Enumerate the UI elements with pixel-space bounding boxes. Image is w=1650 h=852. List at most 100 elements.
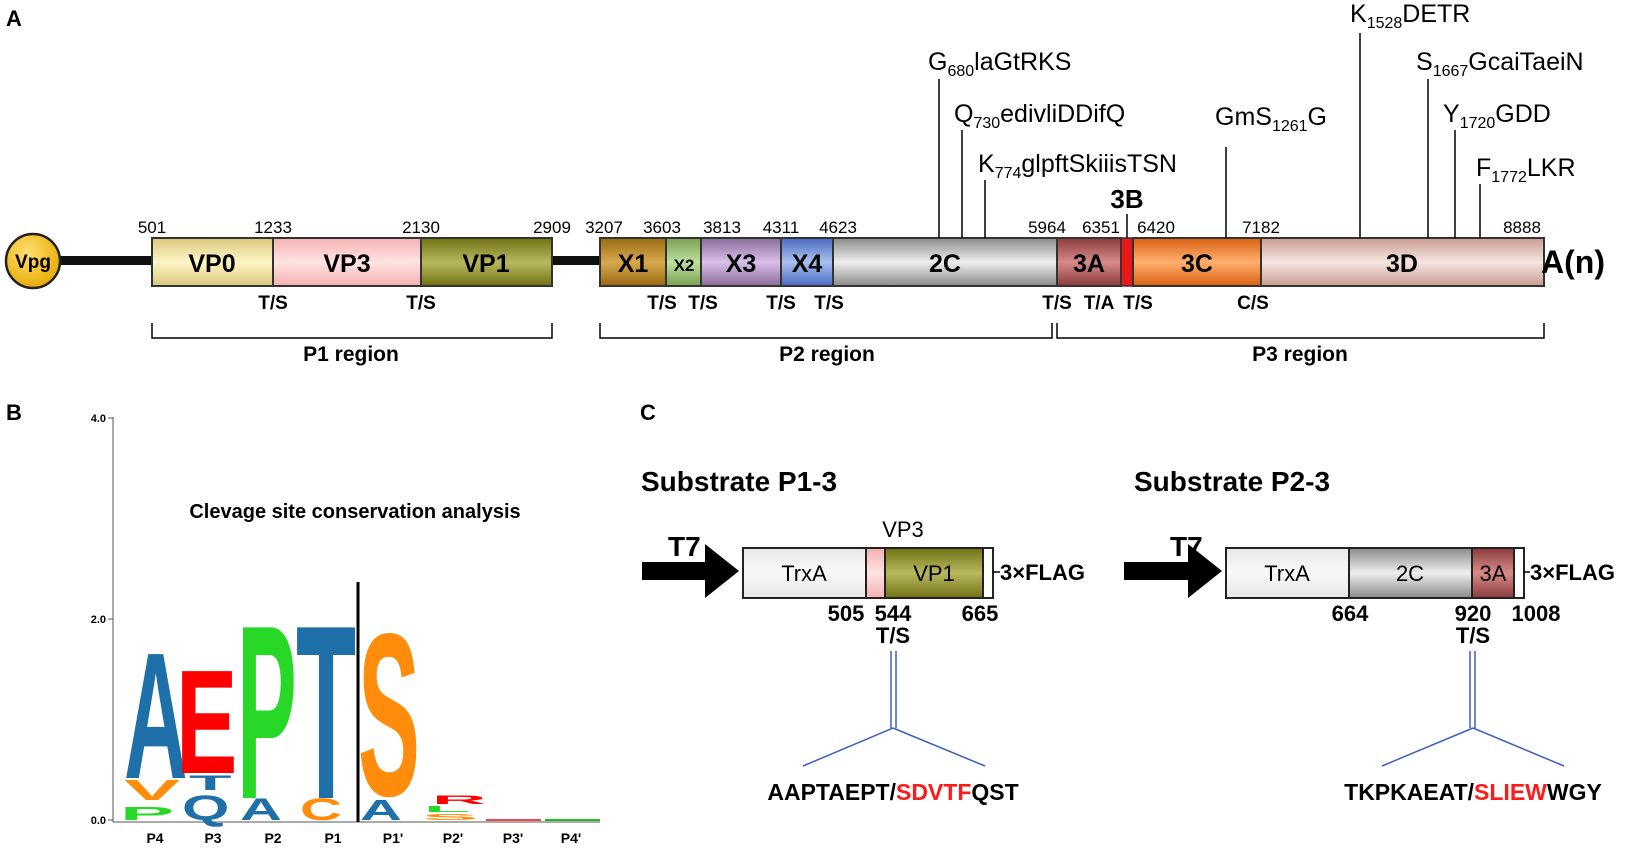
- position-label: 7182: [1242, 218, 1280, 237]
- motif-k1528: K1528DETR: [1350, 0, 1470, 32]
- aa-position: 920: [1455, 601, 1492, 626]
- domain-2c: [832, 237, 1058, 287]
- callout-line: [1381, 727, 1474, 767]
- logo-letter: A: [124, 617, 188, 818]
- x3-label: X3: [726, 250, 757, 278]
- 2c-fragment-label: 2C: [1396, 561, 1424, 586]
- logo-letter: A: [240, 791, 282, 826]
- vp1-fragment-label: VP1: [913, 561, 955, 586]
- 2c-fragment: [1348, 547, 1473, 599]
- logo-letter: T: [296, 573, 356, 847]
- logo-letter: T: [189, 771, 232, 795]
- 3a-label: 3A: [1073, 250, 1105, 278]
- domain-x4: [780, 237, 834, 287]
- panel-b-label: B: [6, 400, 22, 425]
- position-label: 6351: [1082, 218, 1120, 237]
- logo-letter: S: [358, 586, 420, 845]
- aa-position: 544: [875, 601, 912, 626]
- logo-letter: Q: [182, 788, 229, 827]
- substrate-p1-3-title: Substrate P1-3: [641, 466, 837, 497]
- logo-position-label: P1': [383, 830, 403, 846]
- logo-position-label: P2': [443, 830, 463, 846]
- vp3-fragment: [865, 547, 886, 599]
- domain-3b: [1120, 237, 1134, 287]
- 3a-fragment-label: 3A: [1480, 561, 1507, 586]
- flag-label-left: 3×FLAG: [1000, 560, 1085, 585]
- motif-g680: G680laGtRKS: [928, 48, 1071, 80]
- x2-label: X2: [674, 256, 695, 275]
- motif-y1720: Y1720GDD: [1443, 100, 1551, 132]
- cleavage-site-label: T/S: [1042, 293, 1072, 314]
- position-label: 4623: [819, 218, 857, 237]
- domain-3a: [1056, 237, 1122, 287]
- cleavage-site-right: T/S: [1456, 623, 1490, 648]
- domain-x3: [700, 237, 782, 287]
- 2c-label: 2C: [929, 250, 961, 278]
- position-label: 3603: [643, 218, 681, 237]
- flag-box-right: [1513, 547, 1525, 599]
- logo-position-label: P2: [264, 830, 281, 846]
- position-label: 3813: [703, 218, 741, 237]
- trxa-label-left: TrxA: [781, 561, 827, 586]
- logo-letter: V: [124, 774, 180, 806]
- 3c-label: 3C: [1181, 250, 1213, 278]
- poly-a-label: A(n): [1541, 244, 1605, 280]
- logo-letter: C: [300, 791, 342, 826]
- panel-a-label: A: [6, 6, 22, 31]
- logo-letter: R: [432, 794, 486, 807]
- callout-line: [802, 727, 894, 767]
- 3a-fragment: [1471, 547, 1515, 599]
- logo-letter: E: [176, 640, 237, 806]
- callout-line: [1472, 727, 1565, 767]
- flag-label-right: 3×FLAG: [1530, 560, 1615, 585]
- vp3-fragment-label: VP3: [882, 517, 924, 542]
- motif-s1667: S1667GcaiTaeiN: [1416, 48, 1584, 80]
- vpg-label: Vpg: [15, 252, 51, 273]
- cleavage-site-label: C/S: [1237, 293, 1269, 314]
- aa-position: 505: [828, 601, 865, 626]
- domain-3d: [1260, 237, 1545, 287]
- logo-letter: A: [360, 793, 402, 826]
- flag-box-left: [982, 547, 994, 599]
- logo-trace: [486, 819, 541, 821]
- cleavage-site-label: T/S: [1123, 293, 1153, 314]
- callout-line: [892, 727, 986, 767]
- position-label: 501: [138, 218, 166, 237]
- p3-bracket: [1056, 323, 1545, 339]
- motif-s1261: GmS1261G: [1215, 103, 1327, 135]
- trxa-label-right: TrxA: [1264, 561, 1310, 586]
- cleavage-site-left: T/S: [876, 623, 910, 648]
- logo-position-label: P3: [204, 830, 221, 846]
- logo-letter: P: [120, 804, 174, 824]
- t7-arrow-left: [642, 544, 739, 598]
- domain-vp0: [151, 237, 274, 287]
- y-tick-label: 4.0: [91, 413, 106, 425]
- vp3-label: VP3: [323, 250, 370, 278]
- vp1-label: VP1: [462, 250, 509, 278]
- logo-title: Clevage site conservation analysis: [189, 501, 520, 523]
- logo-position-label: P3': [503, 830, 523, 846]
- logo-trace: [545, 819, 600, 821]
- aa-position: 665: [962, 601, 999, 626]
- position-label: 6420: [1137, 218, 1175, 237]
- cleavage-site-label: T/A: [1084, 293, 1115, 314]
- logo-letter: S: [422, 812, 478, 822]
- logo-position-label: P4': [561, 830, 581, 846]
- motif-f1772: F1772LKR: [1476, 154, 1576, 186]
- p2-bracket: [599, 323, 1053, 339]
- domain-vp1: [420, 237, 553, 287]
- vp0-label: VP0: [188, 250, 235, 278]
- cleavage-site-label: T/S: [258, 293, 288, 314]
- cleavage-site-label: T/S: [766, 293, 796, 314]
- position-label: 1233: [254, 218, 292, 237]
- position-label: 2909: [533, 218, 571, 237]
- trxa-box-left: [742, 547, 867, 599]
- motif-k774: K774glpftSkiiisTSN: [978, 150, 1177, 182]
- y-tick-label: 0.0: [91, 815, 106, 827]
- logo-position-label: P1: [324, 830, 341, 846]
- cleavage-sequence-left: AAPTAEPT/SDVTFQST: [767, 779, 1018, 805]
- position-label: 3207: [585, 218, 623, 237]
- cleavage-site-label: T/S: [406, 293, 436, 314]
- panel-c-label: C: [640, 400, 656, 425]
